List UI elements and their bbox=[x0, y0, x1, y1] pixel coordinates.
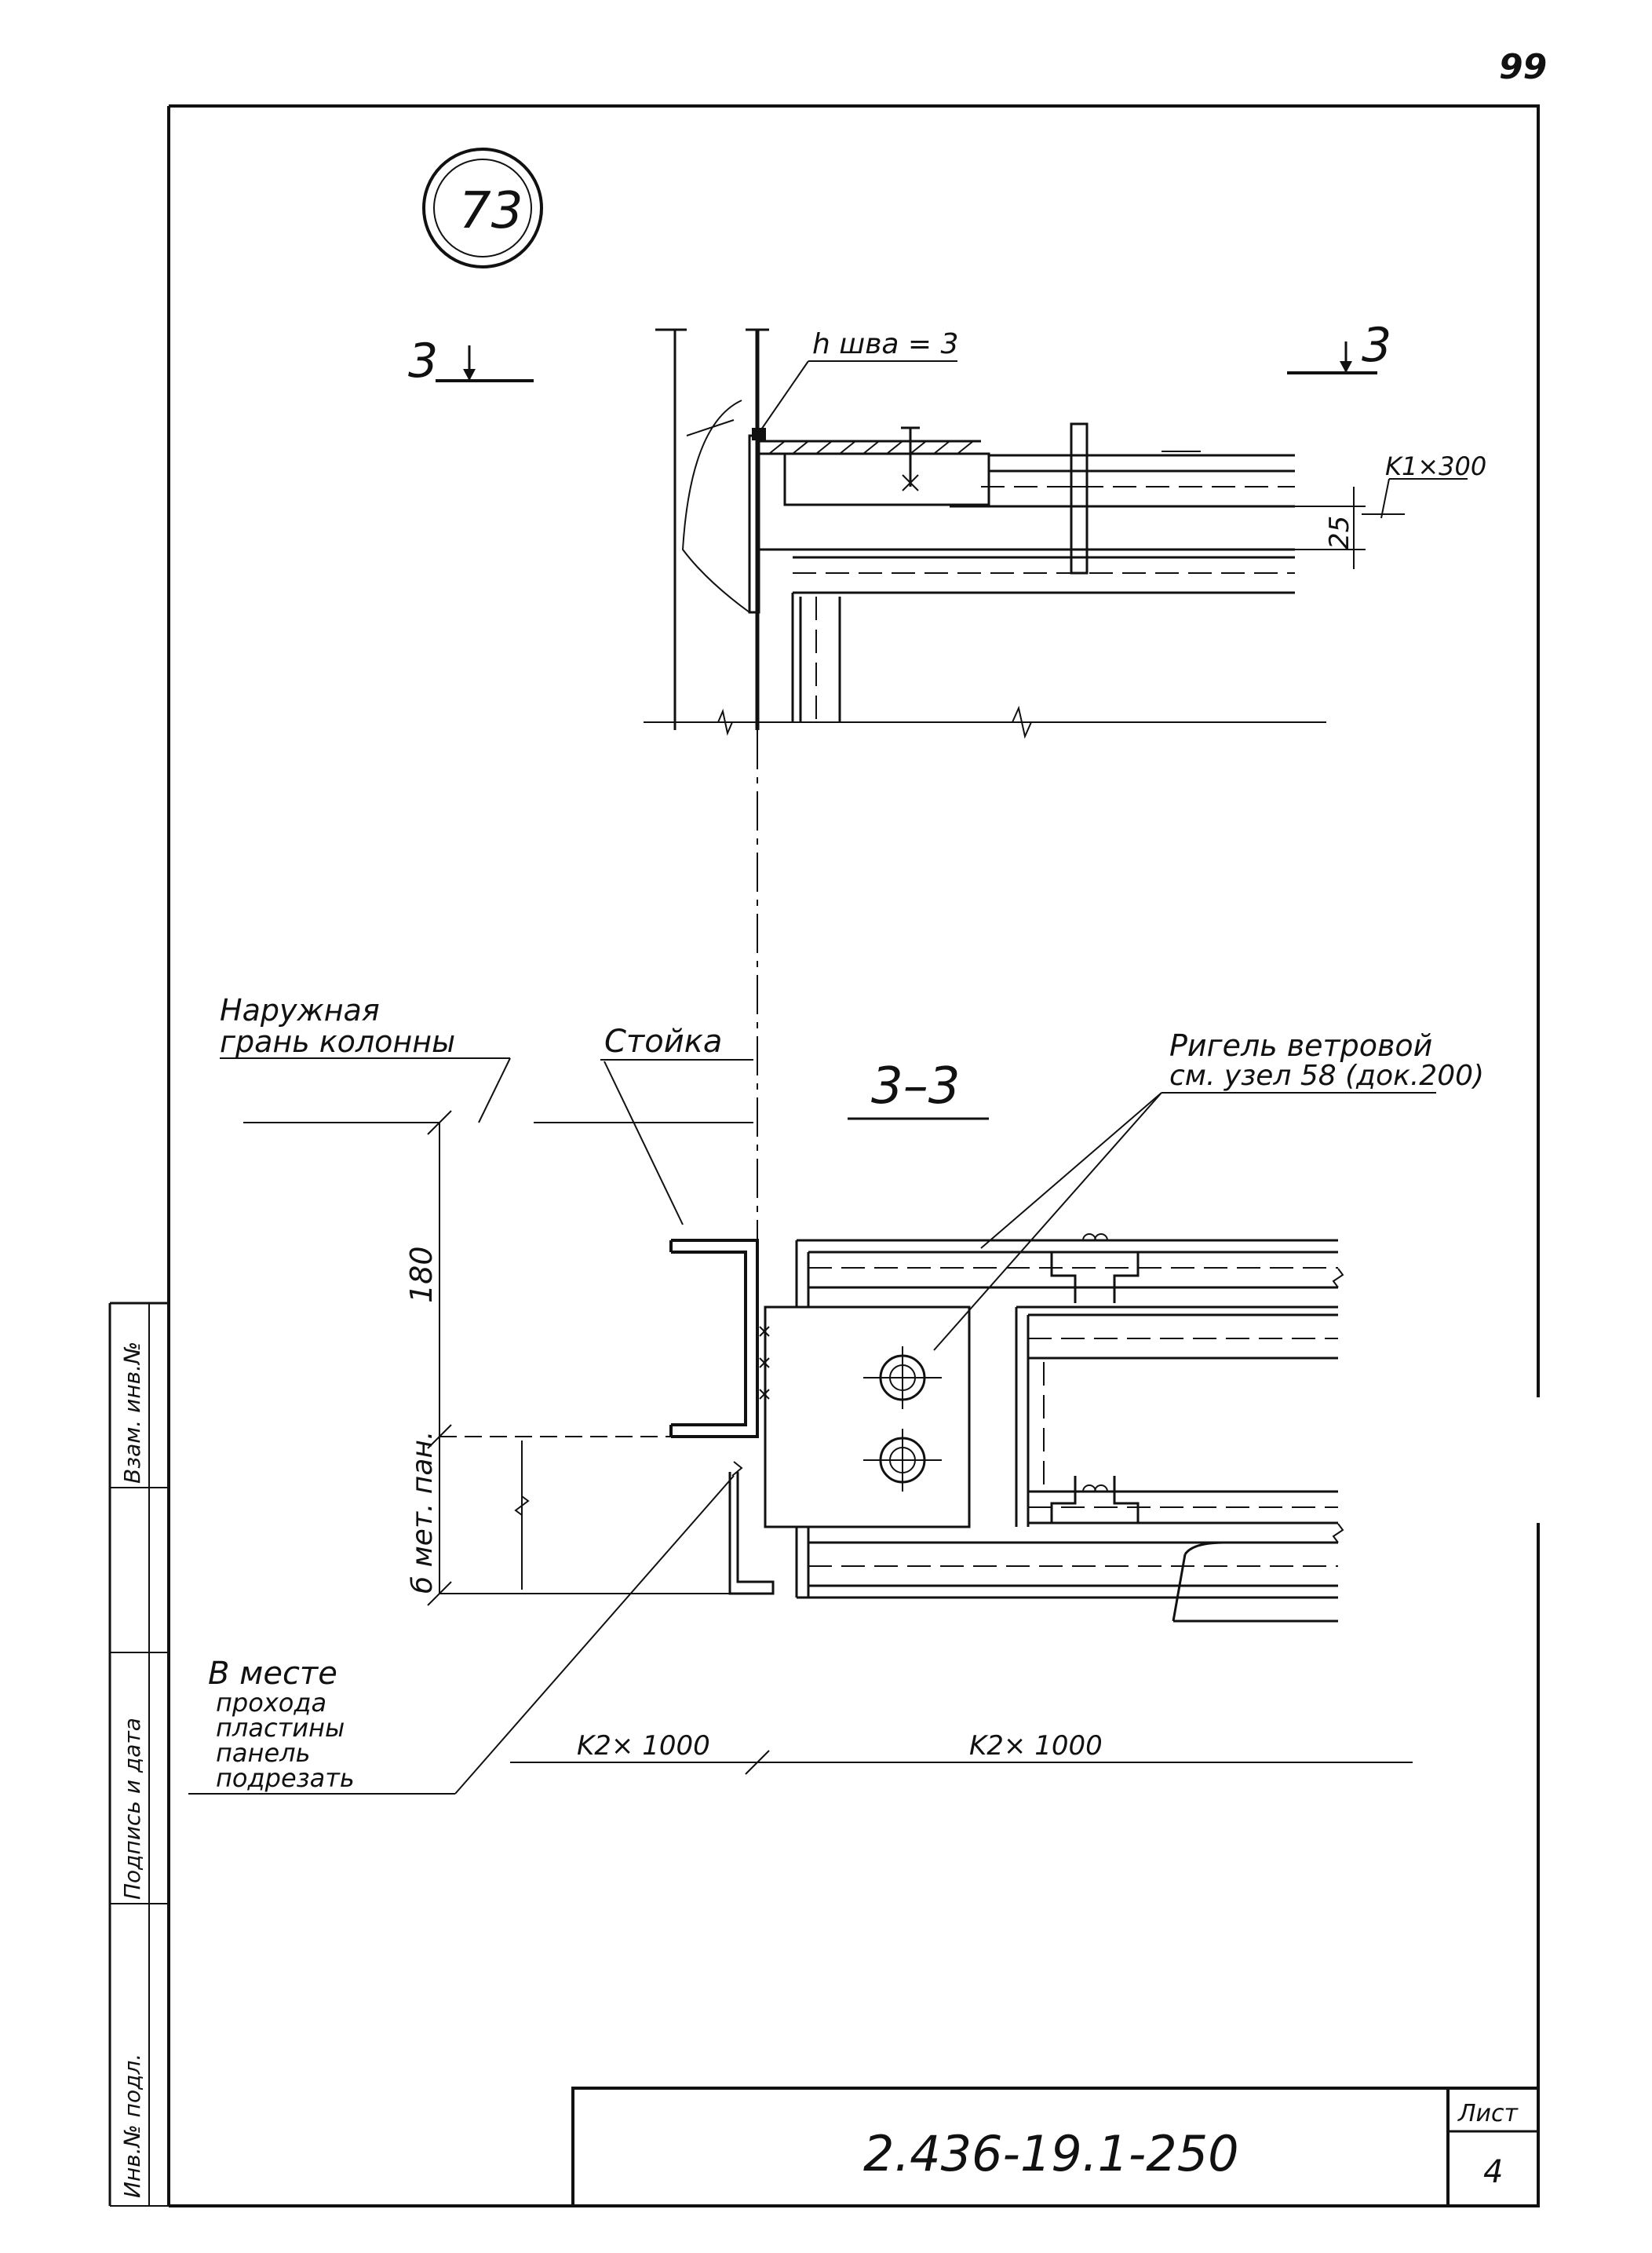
label-stoika: Стойка bbox=[604, 1024, 722, 1060]
sheet-frame bbox=[108, 104, 1540, 2207]
dim-panel: б мет. пан. bbox=[407, 1431, 439, 1594]
list-label: Лист bbox=[1457, 2100, 1519, 2127]
dim-25: 25 bbox=[1324, 516, 1355, 550]
title-block: 2.436-19.1-250 Лист 4 bbox=[571, 2087, 1540, 2207]
page-number: 99 bbox=[1499, 47, 1547, 87]
section-mark-right-label: 3 bbox=[1362, 318, 1391, 373]
node-callout: 73 bbox=[422, 148, 543, 268]
note-line-3: пластины bbox=[216, 1713, 345, 1743]
label-outer-face-1: Наружная bbox=[220, 993, 380, 1028]
label-weld: h шва = 3 bbox=[812, 328, 958, 360]
node-number: 73 bbox=[459, 182, 523, 240]
elevation-view: 25 K1×300 h шва = 3 bbox=[644, 328, 1486, 739]
bolt-lower bbox=[863, 1429, 942, 1492]
dim-180: 180 bbox=[404, 1246, 439, 1303]
stamp-inv-podl: Инв.№ подл. bbox=[119, 2054, 145, 2198]
note-line-2: прохода bbox=[216, 1688, 326, 1718]
stamp-podpis: Подпись и дата bbox=[119, 1718, 145, 1900]
dim-k1000-left: K2× 1000 bbox=[577, 1730, 710, 1762]
list-number: 4 bbox=[1483, 2154, 1503, 2190]
dim-k1000-right: K2× 1000 bbox=[969, 1730, 1103, 1762]
note-line-4: панель bbox=[216, 1738, 310, 1768]
label-rigel-2: см. узел 58 (док.200) bbox=[1169, 1060, 1484, 1092]
section-mark-left-label: 3 bbox=[408, 334, 438, 389]
section-mark-left: 3 bbox=[408, 334, 534, 389]
bolt-upper bbox=[863, 1346, 942, 1409]
label-k300: K1×300 bbox=[1385, 451, 1486, 481]
section-view: 3–3 Наружная грань колонны Стойка Ригель… bbox=[188, 993, 1484, 1795]
label-rigel-1: Ригель ветровой bbox=[1169, 1028, 1432, 1063]
stamp-vzam: Взам. инв.№ bbox=[119, 1342, 145, 1484]
section-title: 3–3 bbox=[871, 1057, 960, 1116]
document-code: 2.436-19.1-250 bbox=[863, 2125, 1239, 2182]
label-outer-face-2: грань колонны bbox=[220, 1024, 455, 1059]
section-mark-right: 3 bbox=[1287, 318, 1391, 374]
note-line-5: подрезать bbox=[216, 1763, 355, 1793]
note-line-1: В месте bbox=[208, 1656, 337, 1692]
side-stamp: Взам. инв.№ Подпись и дата Инв.№ подл. bbox=[110, 1302, 169, 2207]
